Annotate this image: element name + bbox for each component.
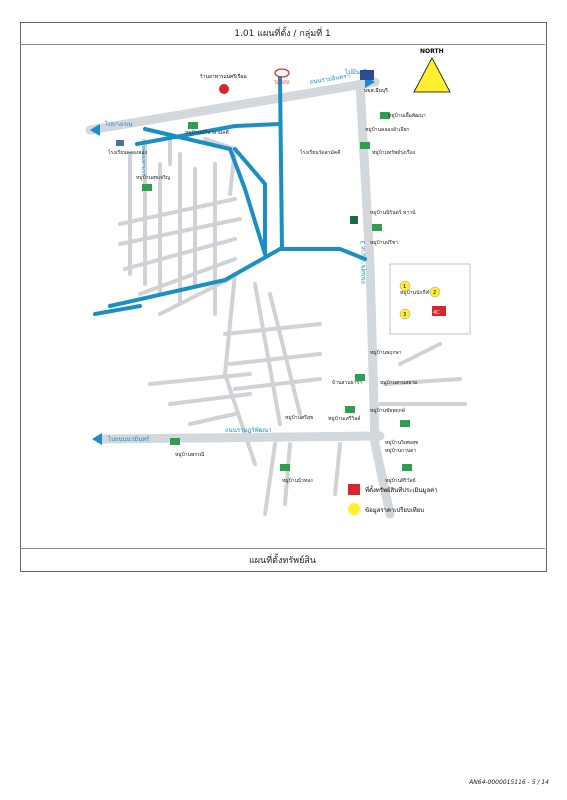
place-label: TOYOTA bbox=[273, 80, 290, 85]
map-frame bbox=[20, 22, 547, 572]
inset-map: 1 2 3 4C bbox=[389, 263, 471, 335]
village-icon bbox=[355, 374, 365, 381]
document-number: AN64-0000015116 - 5 / 14 bbox=[469, 779, 549, 786]
village-icon bbox=[142, 184, 152, 191]
place-label: หมู่บ้านปรีชา bbox=[370, 239, 398, 246]
location-map: ถนนรามอินทรา ถนนราษฎร์พัฒนา ถนนสุขาภิบาล… bbox=[85, 48, 471, 519]
place-labels: หมู่บ้านปรีชาสามัคคี หมู่บ้านเอื้อพัฒนา … bbox=[108, 110, 432, 484]
restaurant-icon bbox=[219, 84, 229, 94]
main-roads bbox=[85, 77, 395, 519]
arrow-label-bottom-left: ไปถนนนวมินทร์ bbox=[107, 435, 150, 443]
place-label: ร้านอาหารแม่ศรีเรือน bbox=[200, 73, 248, 80]
place-label: หมู่บ้านบัวทอง bbox=[282, 477, 313, 484]
road-label-vertical: ถนนสุขาภิบาล 3 bbox=[360, 240, 367, 284]
place-label: หมู่บ้านชัยพฤกษ์ bbox=[370, 407, 406, 414]
arrow-left-icon bbox=[90, 124, 100, 136]
place-label: หมู่บ้านวิเศษสุข bbox=[385, 439, 418, 446]
blue-roads bbox=[93, 76, 367, 316]
place-label: หมู่บ้านสวนสยาม bbox=[380, 379, 417, 386]
place-label: หมู่บ้านนักกีฬา bbox=[400, 289, 432, 296]
arrow-left-icon bbox=[92, 433, 102, 445]
village-icon bbox=[400, 420, 410, 427]
north-label: NORTH bbox=[420, 48, 444, 55]
village-icon bbox=[345, 406, 355, 413]
village-icon bbox=[170, 438, 180, 445]
village-icon bbox=[360, 142, 370, 149]
marker-label: 3 bbox=[403, 312, 406, 318]
village-icon bbox=[402, 464, 412, 471]
place-label: บ้านสวนธารา bbox=[332, 379, 362, 386]
place-label: หมู่บ้านพรรณี bbox=[175, 451, 205, 458]
legend-subject-swatch bbox=[348, 484, 360, 495]
arrow-top-left: ไปบางเขน bbox=[90, 120, 132, 136]
street-network bbox=[118, 137, 467, 516]
page-title: 1.01 แผนที่ตั้ง / กลุ่มที่ 1 bbox=[20, 22, 545, 45]
place-label: หมู่บ้านปรีชาสามัคคี bbox=[185, 129, 229, 136]
arrow-bottom-left: ไปถนนนวมินทร์ bbox=[92, 433, 150, 445]
marker-label: 2 bbox=[433, 290, 436, 296]
place-label: หมู่บ้านนิรันดร์ ทาวน์ bbox=[370, 209, 416, 216]
place-label: หมู่บ้านสิริวัลย์ bbox=[385, 477, 416, 484]
comparison-marker-3 bbox=[399, 308, 411, 320]
place-label: หมู่บ้านเสรีวิลล์ bbox=[328, 415, 360, 422]
arrow-label-top-right: ไปมีนบุรี bbox=[344, 68, 368, 76]
marker-label: 1 bbox=[403, 284, 406, 290]
inset-frame bbox=[389, 263, 471, 335]
bus-station-icon bbox=[360, 70, 374, 80]
place-label: หมู่บ้านพฤกษา bbox=[370, 349, 402, 356]
place-label: โรงเรียนวัดสามัคคี bbox=[300, 149, 340, 156]
toyota-logo-icon bbox=[274, 68, 290, 78]
place-label: หมู่บ้านเอื้อพัฒนา bbox=[388, 110, 426, 119]
road-label-bottom: ถนนราษฎร์พัฒนา bbox=[225, 426, 271, 434]
legend-comparison-label: ข้อมูลราคาเปรียบเทียบ bbox=[365, 506, 424, 514]
subject-property-marker bbox=[432, 306, 446, 316]
comparison-marker-1 bbox=[399, 280, 411, 292]
place-label: หมู่บ้านคลองลำเจียก bbox=[365, 126, 409, 133]
village-icon bbox=[280, 464, 290, 471]
bank-icon bbox=[350, 216, 358, 224]
place-label: บขส.มีนบุรี bbox=[364, 87, 388, 94]
place-label: หมู่บ้านกานดา bbox=[385, 447, 416, 454]
road-label-soi: ถนนคลองสามวา bbox=[140, 139, 146, 176]
village-icon bbox=[380, 112, 390, 119]
page-footer: แผนที่ตั้งทรัพย์สิน bbox=[20, 548, 545, 571]
arrow-label-top-left: ไปบางเขน bbox=[104, 120, 132, 128]
comparison-marker-2 bbox=[429, 286, 441, 298]
place-label: หมู่บ้านทรัพย์รุ่งเรือง bbox=[372, 149, 416, 156]
school-icon bbox=[116, 140, 124, 146]
place-label: หมู่บ้านศรีสุข bbox=[285, 414, 313, 421]
village-icon bbox=[188, 122, 198, 129]
place-label: หมู่บ้านสุขเจริญ bbox=[136, 174, 170, 181]
village-icon bbox=[372, 224, 382, 231]
legend-subject-label: ที่ตั้งทรัพย์สินที่ประเมินมูลค่า bbox=[365, 484, 438, 494]
place-label: โรงเรียนคลองสอง bbox=[108, 149, 147, 156]
marker-label: 4C bbox=[433, 310, 440, 316]
compass-icon bbox=[413, 57, 451, 93]
legend-comparison-swatch bbox=[348, 503, 360, 515]
legend: ที่ตั้งทรัพย์สินที่ประเมินมูลค่า ข้อมูลร… bbox=[348, 484, 438, 515]
north-arrow: NORTH bbox=[413, 48, 451, 93]
